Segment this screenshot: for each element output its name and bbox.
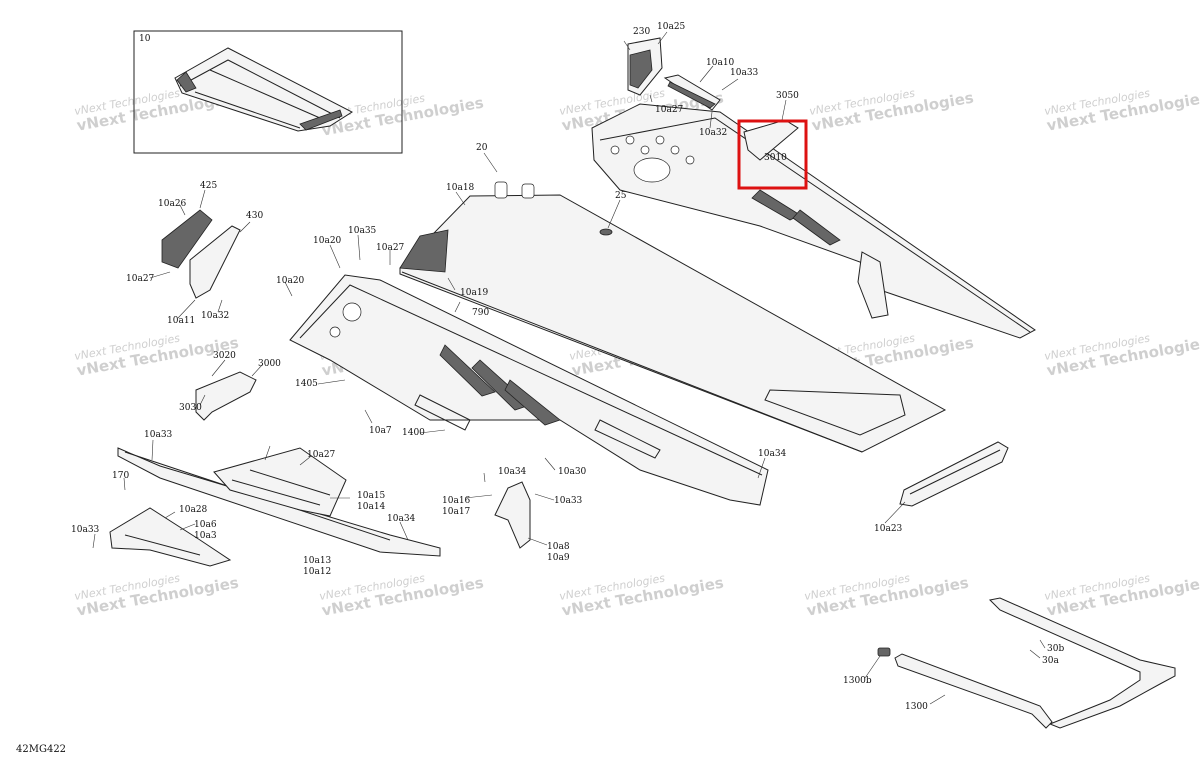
callout-10a35: 10a35 <box>348 226 377 236</box>
callout-3030: 3030 <box>179 403 202 413</box>
callout-790: 790 <box>472 308 489 318</box>
tunnel-panel <box>399 181 947 453</box>
callout-3000: 3000 <box>258 359 281 369</box>
callout-3010: 3010 <box>764 153 787 163</box>
callout-170: 170 <box>112 471 129 481</box>
left-bracket-group <box>161 209 241 299</box>
callout-1405: 1405 <box>295 379 318 389</box>
inset-tunnel <box>174 47 354 132</box>
rear-bracket-group <box>627 37 721 111</box>
plate-10a28 <box>109 507 232 567</box>
right-rail <box>591 103 1036 339</box>
callout-10a15: 10a15 <box>357 491 386 501</box>
callout-10a27: 10a27 <box>126 274 155 284</box>
callout-10a34: 10a34 <box>387 514 416 524</box>
callout-10a33: 10a33 <box>730 68 759 78</box>
highlight-3010 <box>737 119 808 190</box>
callout-10a20: 10a20 <box>313 236 342 246</box>
callout-1300: 1300 <box>905 702 928 712</box>
callout-10a8: 10a8 <box>547 542 570 552</box>
callout-30b: 30b <box>1047 644 1064 654</box>
callout-10a10: 10a10 <box>706 58 735 68</box>
callout-3050: 3050 <box>776 91 799 101</box>
callout-10a13: 10a13 <box>303 556 332 566</box>
callout-10a33: 10a33 <box>144 430 173 440</box>
callout-10a19: 10a19 <box>460 288 489 298</box>
callout-10a11: 10a11 <box>167 316 195 326</box>
callout-230: 230 <box>633 27 650 37</box>
callout-10a16: 10a16 <box>442 496 471 506</box>
callout-10a6: 10a6 <box>194 520 217 530</box>
callout-1300b: 1300b <box>843 676 872 686</box>
bracket-3000 <box>195 371 257 421</box>
callout-10a7: 10a7 <box>369 426 392 436</box>
callout-10a27: 10a27 <box>307 450 336 460</box>
callout-10a23: 10a23 <box>874 524 903 534</box>
left-rail <box>289 274 769 506</box>
leader-lines <box>92 31 1046 705</box>
callout-10a33: 10a33 <box>71 525 100 535</box>
callout-10a27: 10a27 <box>655 105 684 115</box>
left-rail-body <box>289 274 769 506</box>
callout-1400: 1400 <box>402 428 425 438</box>
callout-10a28: 10a28 <box>179 505 208 515</box>
callout-10a17: 10a17 <box>442 507 471 517</box>
inset-frame <box>133 30 403 154</box>
callout-10a26: 10a26 <box>158 199 187 209</box>
callout-10a20: 10a20 <box>276 276 305 286</box>
callout-10a18: 10a18 <box>446 183 475 193</box>
callout-10a12: 10a12 <box>303 567 331 577</box>
tunnel-top <box>399 194 947 453</box>
inset-assembly <box>133 30 403 154</box>
callout-10a33: 10a33 <box>554 496 583 506</box>
callout-3020: 3020 <box>213 351 236 361</box>
callout-10a32: 10a32 <box>699 128 727 138</box>
runner-1300 <box>877 597 1176 729</box>
callout-425: 425 <box>200 181 217 191</box>
diagram-code: 42MG422 <box>16 744 66 755</box>
callout-labels: 10 230 10a25 10a10 10a33 10a27 10a32 305… <box>71 22 1064 712</box>
callout-10a30: 10a30 <box>558 467 587 477</box>
callout-10a9: 10a9 <box>547 553 570 563</box>
rail-10a23 <box>899 441 1009 507</box>
callout-10a32: 10a32 <box>201 311 229 321</box>
callout-10a34: 10a34 <box>498 467 527 477</box>
rail-bracket <box>857 251 889 319</box>
bracket-10a8 <box>494 481 531 549</box>
highlight-rect <box>737 119 808 190</box>
callout-10a25: 10a25 <box>657 22 686 32</box>
callout-30a: 30a <box>1042 656 1059 666</box>
callout-10a34: 10a34 <box>758 449 787 459</box>
callout-10a27: 10a27 <box>376 243 405 253</box>
callout-10a3: 10a3 <box>194 531 217 541</box>
callout-430: 430 <box>246 211 263 221</box>
callout-25: 25 <box>615 191 627 201</box>
tunnel-cover <box>399 229 449 273</box>
callout-10a14: 10a14 <box>357 502 386 512</box>
callout-20: 20 <box>476 143 488 153</box>
callout-10: 10 <box>139 34 151 44</box>
bracket-10a27 <box>213 447 347 517</box>
